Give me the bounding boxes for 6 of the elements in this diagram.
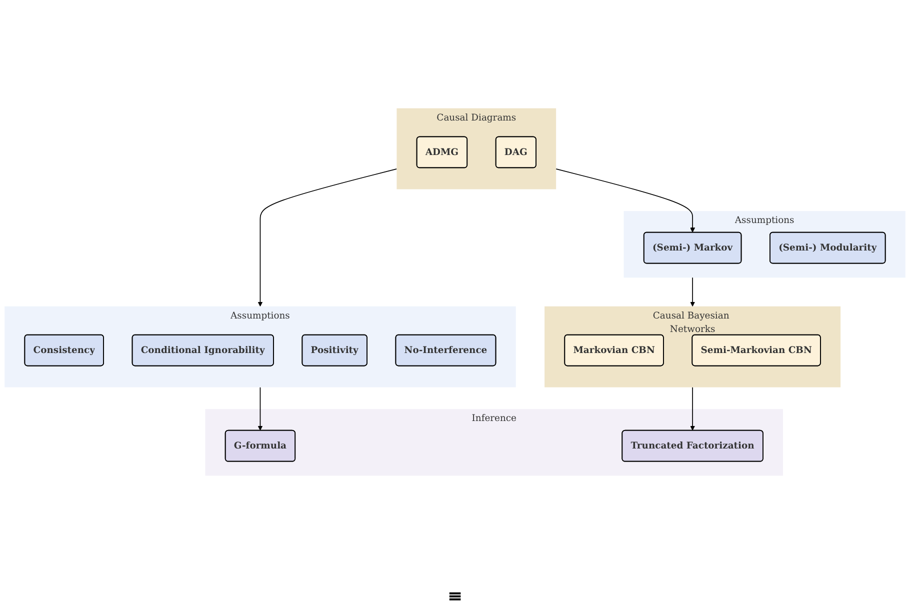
arrow <box>690 277 696 307</box>
arrow <box>690 386 696 431</box>
arrow <box>556 168 696 233</box>
arrow <box>258 168 398 307</box>
arrow <box>258 386 263 431</box>
equivalence-sign: ≡ <box>447 586 463 607</box>
